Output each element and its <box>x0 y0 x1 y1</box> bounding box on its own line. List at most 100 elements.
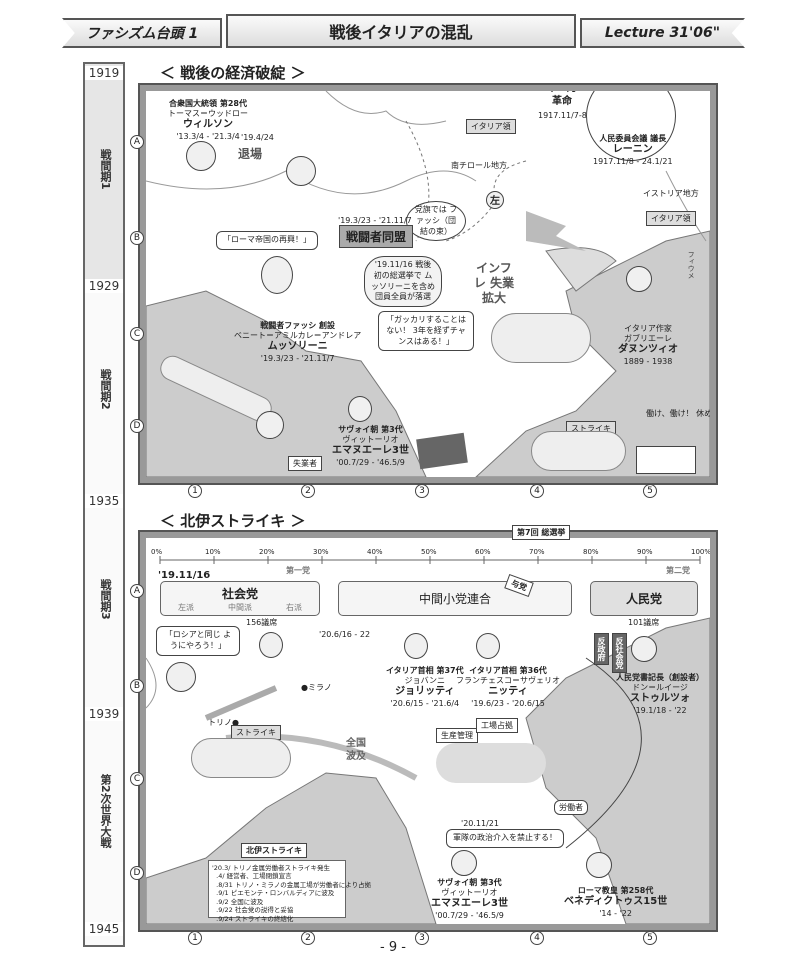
heart-date: '20.6/16 - 22 <box>319 630 371 639</box>
fasci-bubble: 党旗では ファッシ（団結の束） <box>406 201 466 242</box>
emanuele-label: サヴォイ朝 第3代ヴィットーリオエマヌエーレ3世'00.7/29 - '46.5… <box>431 878 508 920</box>
soldiers-group <box>491 313 591 363</box>
mussolini-character <box>261 256 293 294</box>
election-tag: 第7回 総選挙 <box>512 525 571 540</box>
faction-left: 左派 <box>178 602 194 612</box>
scale-tick-label: 0% <box>151 548 163 556</box>
anti-socialist-sign: 反社会党 <box>612 633 627 673</box>
col-marker: 5 <box>643 484 657 498</box>
fiume-label: フィウメ <box>687 251 696 279</box>
rank-badge: 第一党 <box>286 566 310 575</box>
section-title: ＜ 戦後の経済破綻 ＞ <box>160 64 306 82</box>
row-marker: A <box>130 584 144 598</box>
year-label: 1919 <box>85 66 123 80</box>
col-marker: 3 <box>415 931 429 945</box>
year-label: 1945 <box>85 922 123 936</box>
col-marker: 4 <box>530 484 544 498</box>
row-marker: D <box>130 866 144 880</box>
scale-tick-label: 40% <box>367 548 383 556</box>
faction-center: 中間派 <box>228 602 252 612</box>
timeline-scroll: 1919 1929 1935 1939 1945 戦間期1 戦間期2 戦間期3 … <box>83 62 125 947</box>
mussolini-quote: 「ガッカリすることはない！ 3年を経ずチャンスはある！」 <box>378 311 474 352</box>
seat-count: 156議席 <box>246 618 278 627</box>
production-control-sign: 生産管理 <box>436 728 478 743</box>
row-marker: B <box>130 231 144 245</box>
col-marker: 4 <box>530 931 544 945</box>
south-tyrol-label: 南チロール地方 <box>451 161 507 170</box>
sturzo-label: 人民党書記長（創設者）ドン＝ルイージストゥルツォ'19.1/18 - '22 <box>616 673 704 715</box>
orlando-character <box>286 156 316 186</box>
turin-label: トリノ● <box>208 718 239 727</box>
factory-occupation-scene <box>436 743 546 783</box>
milan-label: ●ミラノ <box>301 683 332 692</box>
factory-occupation-sign: 工場占拠 <box>476 718 518 733</box>
col-marker: 1 <box>188 931 202 945</box>
emanuele-quote: 軍隊の政治介入を禁止する！ <box>446 829 564 848</box>
page-title: 戦後イタリアの混乱 <box>226 14 576 48</box>
exit-burst: 退場 <box>238 147 263 161</box>
col-marker: 2 <box>301 484 315 498</box>
sturzo-character <box>631 636 657 662</box>
fasci-date: '19.3/23 - '21.11/7 <box>338 216 412 225</box>
istria-label: イストリア地方 <box>643 189 699 198</box>
giolitti-standing-character <box>259 632 283 658</box>
rank-badge: 第二党 <box>666 566 690 575</box>
emanuele-character <box>348 396 372 422</box>
col-marker: 3 <box>415 484 429 498</box>
factory-icon <box>636 446 696 474</box>
map-panel-postwar: 合衆国大統領 第28代トーマス＝ウッドローウィルソン'13.3/4 - '21.… <box>138 83 718 485</box>
chapter-banner: ファシズム台頭 1 <box>62 18 222 48</box>
wilson-label: 合衆国大統領 第28代トーマス＝ウッドローウィルソン'13.3/4 - '21.… <box>168 99 248 141</box>
mussolini-label: 戦闘者ファッシ 創設ベニート＝アミルカレ＝アンドレアムッソリーニ'19.3/23… <box>234 321 362 363</box>
emanuele-character <box>451 850 477 876</box>
election-note: '19.11/16 戦後初の総選挙で ムッソリーニを含め 団員全員が落選 <box>364 256 442 308</box>
election-date: '19.11/16 <box>158 570 211 581</box>
scale-tick-label: 100% <box>691 548 712 556</box>
col-marker: 1 <box>188 484 202 498</box>
col-marker: 5 <box>643 931 657 945</box>
russia-quote: 「ロシアと同じ ようにやろう！」 <box>156 626 240 656</box>
period-label: 戦間期3 <box>99 579 112 620</box>
capitalist-cry: 働け、働け！ 休めばさ働け！ <box>646 409 713 418</box>
map-background <box>146 91 710 477</box>
period-label: 第2次世界大戦 <box>99 774 112 848</box>
left-weight: 左 <box>486 191 504 209</box>
map-panel-strike: '19.11/16 社会党 左派中間派右派 第一党 156議席 中間小党連合 与… <box>138 530 718 932</box>
middle-party-box: 中間小党連合 <box>338 581 572 616</box>
seat-count: 101議席 <box>628 618 660 627</box>
strike-box-title: 北伊ストライキ <box>241 843 307 858</box>
scale-tick-label: 90% <box>637 548 653 556</box>
benedict-label: ローマ教皇 第258代ベネディクトゥス15世'14 - '22 <box>564 886 668 918</box>
italy-territory-sign: イタリア領 <box>466 119 516 134</box>
period-label: 戦間期1 <box>99 149 112 190</box>
row-marker: A <box>130 135 144 149</box>
emanuele-label: サヴォイ朝 第3代ヴィットーリオエマヌエーレ3世'00.7/29 - '46.5… <box>332 425 409 467</box>
strikers-group <box>191 738 291 778</box>
scale-tick-label: 10% <box>205 548 221 556</box>
row-marker: B <box>130 679 144 693</box>
giolitti-character <box>404 633 428 659</box>
nationwide-burst: 全国 波及 <box>346 738 366 762</box>
year-label: 1935 <box>85 494 123 508</box>
rome-quote: 「ローマ帝国の再興！」 <box>216 231 318 250</box>
inflation-burst: インフレ 失業拡大 <box>473 261 515 305</box>
queue-head-character <box>256 411 284 439</box>
dannunzio-character <box>626 266 652 292</box>
party-name: 社会党 <box>221 586 258 601</box>
wilson-character <box>186 141 216 171</box>
strikers-group <box>531 431 626 471</box>
period-label: 戦間期2 <box>99 369 112 410</box>
year-label: 1929 <box>85 279 123 293</box>
year-label: 1939 <box>85 707 123 721</box>
faction-right: 右派 <box>286 602 302 612</box>
fasci-badge: 戦闘者同盟 <box>339 225 414 248</box>
page-number: - 9 - <box>380 940 406 955</box>
italy-territory-sign-2: イタリア領 <box>646 211 696 226</box>
worker-character <box>166 662 196 692</box>
anti-government-sign: 反政府 <box>594 633 609 665</box>
benedict-character <box>586 852 612 878</box>
scale-tick-label: 80% <box>583 548 599 556</box>
exit-date: '19.4/24 <box>241 133 274 142</box>
